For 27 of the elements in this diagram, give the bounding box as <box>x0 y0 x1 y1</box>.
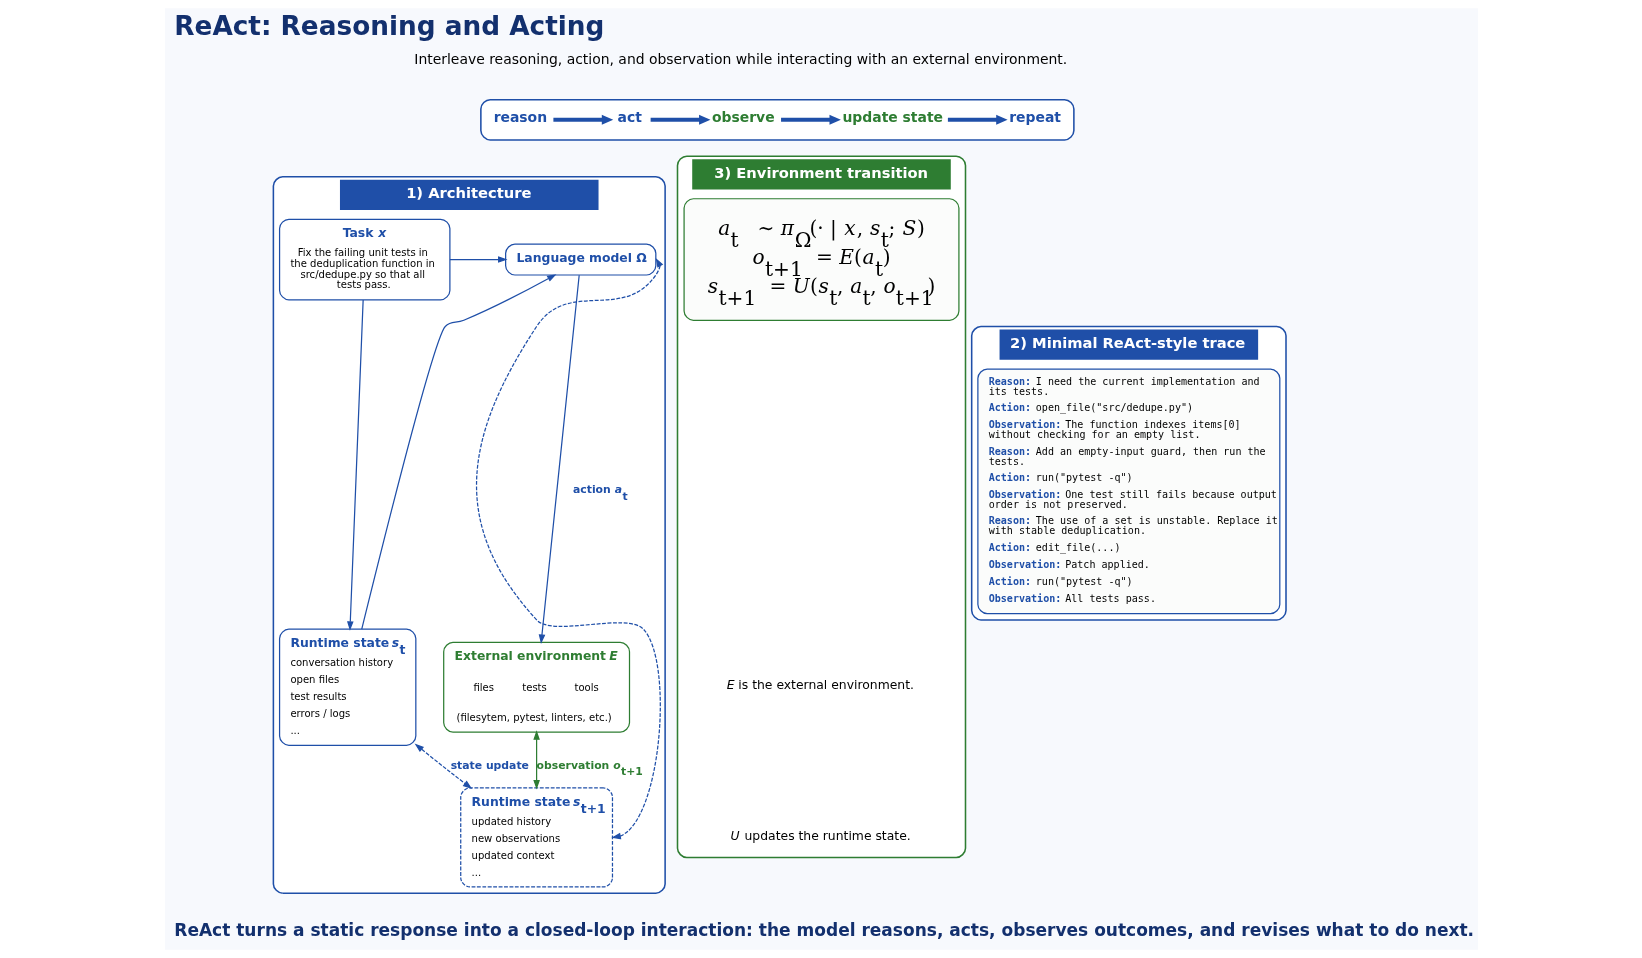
arrow <box>552 114 613 125</box>
arrow <box>475 257 663 840</box>
node-box: Reason: I need the current implementation and its tests. Action: open_file("src/dedupe.py") Observation: The function indexes items[0] without checking for an empty list. Reason: Add an empty-input guard, then run the tests. Action: run("pytest -q") Observation: One test still fails because output order is not preserved. Reason: The use of a set is unstable. Replace it with stable deduplication. Action: edit_file(...) Observation: Patch applied. Action: run("pytest -q") Observation: All tests pass. <box>976 368 1280 615</box>
node-text: update state <box>841 109 943 126</box>
edge-label: state update <box>450 758 529 772</box>
node-box: Language model Ω <box>504 243 656 276</box>
arrow <box>346 299 364 631</box>
node-text: observe <box>711 109 775 126</box>
arrow <box>538 274 580 644</box>
arrow <box>448 256 507 263</box>
caption: ReAct turns a static response into a closed-loop interaction: the model reasons, acts, observes outcomes, and revises what to do next. <box>173 920 1474 941</box>
arrow <box>414 743 472 789</box>
arrow <box>360 274 556 630</box>
node-text: repeat <box>1008 109 1061 126</box>
node-text: act <box>617 109 642 126</box>
cluster <box>479 98 1075 141</box>
label: E is the external environment. <box>726 678 914 693</box>
label: Interleave reasoning, action, and observation while interacting with an external environment. <box>413 50 1067 67</box>
node-text: reason <box>493 109 547 126</box>
label: U updates the runtime state. <box>730 828 911 843</box>
diagram-title: ReAct: Reasoning and Acting <box>173 10 604 41</box>
node-box: Task x Fix the failing unit tests in the deduplication function in src/dedupe.py so that all tests pass. <box>278 218 450 301</box>
arrow <box>947 114 1008 125</box>
arrow <box>780 114 841 125</box>
arrow <box>650 114 710 125</box>
arrow <box>532 730 540 790</box>
node-box: External environment E files tests tools (filesytem, pytest, linters, etc.) <box>442 641 630 733</box>
